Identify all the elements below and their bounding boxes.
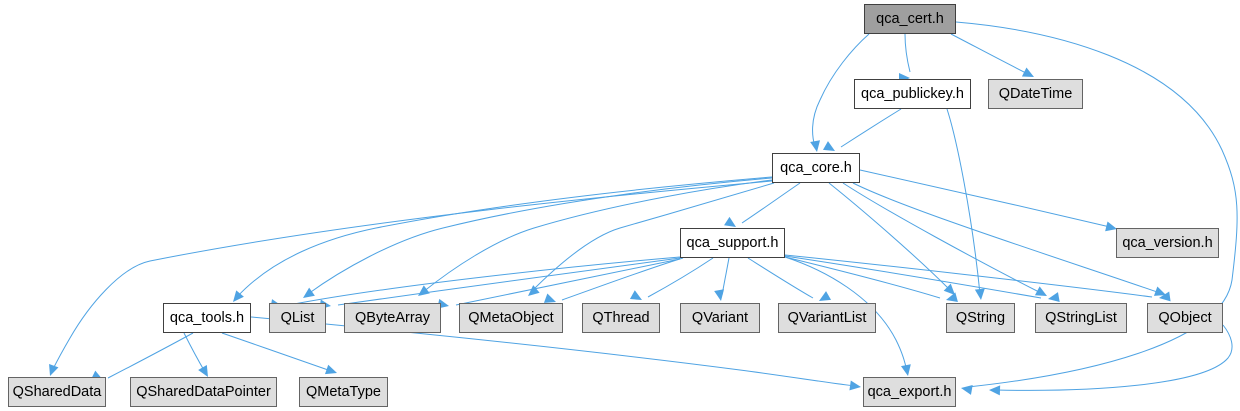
arrowhead <box>528 285 540 296</box>
edge-qca_support-to-QStringList <box>784 255 1060 303</box>
edge-qca_core-to-QList <box>303 177 773 298</box>
edge-qca_core-to-QObject <box>852 182 1166 296</box>
node-QSharedDataPointer[interactable]: QSharedDataPointer <box>130 377 277 407</box>
node-QDateTime[interactable]: QDateTime <box>988 79 1083 109</box>
node-label: qca_cert.h <box>876 10 944 27</box>
node-label: qca_support.h <box>686 234 779 251</box>
node-qca_core[interactable]: qca_core.h <box>772 153 860 183</box>
arrowhead <box>989 385 1001 396</box>
edge-qca_support-to-QVariantList <box>747 257 832 301</box>
edge-qca_core-to-qca_version <box>859 169 1117 232</box>
node-QThread[interactable]: QThread <box>582 303 660 333</box>
node-label: QSharedData <box>12 383 102 400</box>
node-label: qca_export.h <box>867 383 952 400</box>
node-label: QDateTime <box>998 85 1073 102</box>
node-label: QMetaObject <box>468 309 554 326</box>
edge-qca_support-to-QThread <box>629 257 714 300</box>
node-QMetaObject[interactable]: QMetaObject <box>459 303 563 333</box>
node-QStringList[interactable]: QStringList <box>1035 303 1127 333</box>
arrowhead <box>1021 67 1034 77</box>
node-QString[interactable]: QString <box>946 303 1015 333</box>
node-label: qca_core.h <box>780 159 852 176</box>
edge-qca_cert-to-qca_publickey <box>899 33 911 83</box>
arrowhead <box>714 289 725 301</box>
arrowhead <box>198 364 208 377</box>
node-QVariant[interactable]: QVariant <box>680 303 760 333</box>
node-qca_publickey[interactable]: qca_publickey.h <box>854 79 971 109</box>
arrowhead <box>1153 286 1166 296</box>
node-label: QByteArray <box>355 309 430 326</box>
arrowhead <box>1105 221 1117 232</box>
edge-qca_core-to-QMetaObject <box>528 182 775 296</box>
arrowhead <box>49 363 59 376</box>
arrowhead <box>324 364 337 375</box>
edge-qca_support-to-QVariant <box>714 257 730 301</box>
edge-qca_cert-to-QDateTime <box>950 33 1034 77</box>
edge-qca_support-to-QMetaObject <box>543 257 684 303</box>
edge-qca_support-to-QObject <box>784 254 1171 302</box>
arrowhead <box>303 287 315 298</box>
arrowhead <box>819 291 832 301</box>
edge-qca_cert-to-qca_export <box>955 21 1238 395</box>
node-qca_cert[interactable]: qca_cert.h <box>864 4 956 34</box>
edge-qca_core-to-qca_support <box>724 182 801 227</box>
arrowhead <box>849 380 861 391</box>
node-label: qca_version.h <box>1122 234 1213 251</box>
node-label: qca_tools.h <box>169 309 245 326</box>
arrowhead <box>974 288 985 300</box>
node-QSharedData[interactable]: QSharedData <box>8 377 106 407</box>
node-qca_support[interactable]: qca_support.h <box>680 228 785 258</box>
node-QObject[interactable]: QObject <box>1147 303 1223 333</box>
edge-qca_support-to-qca_export <box>784 256 911 376</box>
edge-qca_cert-to-qca_core <box>810 33 870 152</box>
edge-QObject-to-qca_export <box>989 324 1233 396</box>
node-QByteArray[interactable]: QByteArray <box>344 303 441 333</box>
arrowhead <box>946 292 958 302</box>
arrowhead <box>810 140 821 152</box>
arrowhead <box>233 290 244 302</box>
node-label: QSharedDataPointer <box>136 383 271 400</box>
node-label: QList <box>280 309 315 326</box>
node-qca_tools[interactable]: qca_tools.h <box>163 303 251 333</box>
node-label: QVariantList <box>787 309 867 326</box>
arrowhead <box>900 364 911 376</box>
node-label: QVariant <box>691 309 749 326</box>
node-qca_export[interactable]: qca_export.h <box>863 377 956 407</box>
node-QMetaType[interactable]: QMetaType <box>299 377 388 407</box>
edge-qca_support-to-QString <box>784 256 958 302</box>
edge-qca_core-to-QSharedData <box>49 180 773 376</box>
node-label: QThread <box>592 309 650 326</box>
edge-qca_publickey-to-qca_core <box>822 108 902 151</box>
arrowhead <box>1159 291 1171 302</box>
node-label: qca_publickey.h <box>861 85 964 102</box>
edge-qca_tools-to-QMetaType <box>221 332 337 375</box>
arrowhead <box>822 141 835 151</box>
node-label: QString <box>955 309 1006 326</box>
node-label: QMetaType <box>306 383 381 400</box>
edge-qca_publickey-to-QString <box>946 108 985 300</box>
arrowhead <box>724 216 736 227</box>
node-label: QStringList <box>1045 309 1117 326</box>
node-qca_version[interactable]: qca_version.h <box>1116 228 1219 258</box>
node-label: QObject <box>1158 309 1212 326</box>
edge-qca_core-to-QString <box>828 182 955 295</box>
arrowhead <box>1048 292 1060 303</box>
arrowhead <box>629 290 642 300</box>
edge-qca_tools-to-qca_export <box>250 316 861 391</box>
arrowhead <box>943 283 955 295</box>
node-QVariantList[interactable]: QVariantList <box>778 303 876 333</box>
edge-qca_core-to-qca_tools <box>233 176 773 302</box>
node-QList[interactable]: QList <box>269 303 326 333</box>
edge-qca_tools-to-QSharedDataPointer <box>183 332 208 377</box>
arrowhead <box>1034 286 1047 296</box>
arrowhead <box>543 293 556 303</box>
arrowhead <box>961 384 973 395</box>
edge-qca_core-to-QStringList <box>842 182 1047 296</box>
